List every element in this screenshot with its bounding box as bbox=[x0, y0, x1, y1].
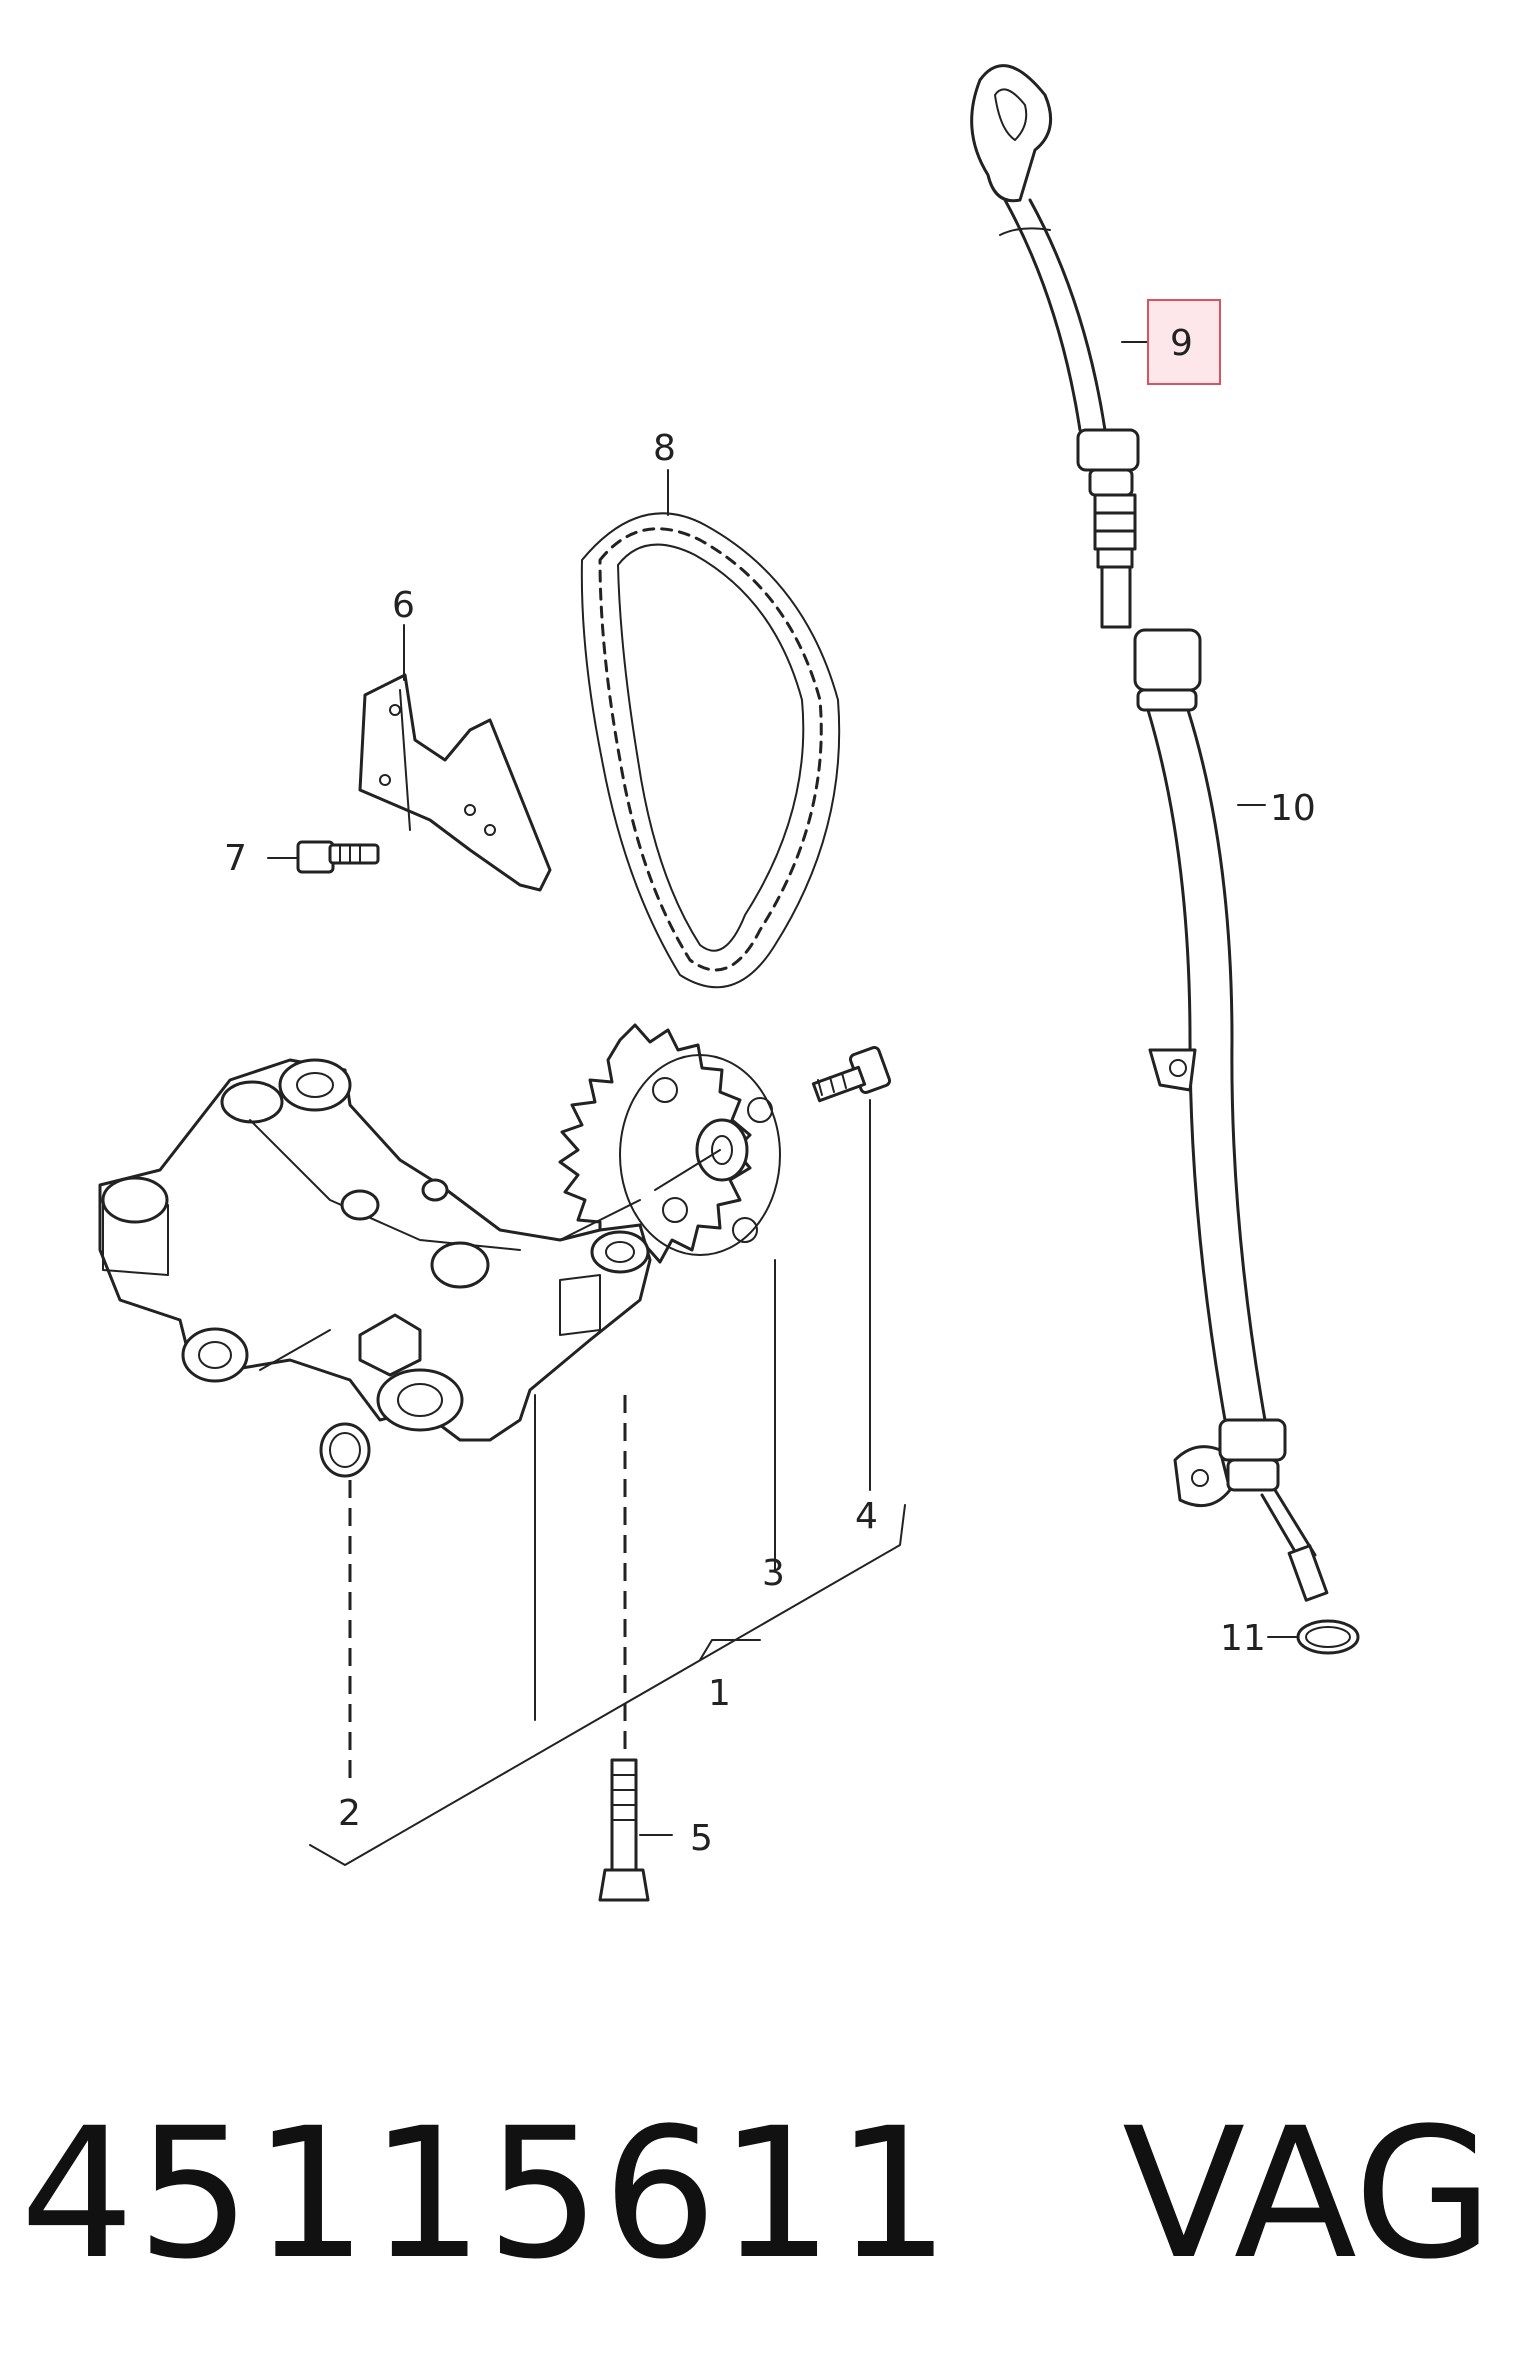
callout-3: 3 bbox=[762, 1553, 785, 1594]
oil-pump-housing bbox=[98, 1058, 652, 1442]
bolt-7 bbox=[296, 840, 380, 874]
leader-lines bbox=[267, 341, 1299, 1866]
callout-10: 10 bbox=[1270, 788, 1316, 829]
callout-5: 5 bbox=[690, 1818, 713, 1859]
callout-2: 2 bbox=[338, 1793, 361, 1834]
guide-tube bbox=[1133, 628, 1329, 1602]
callout-1: 1 bbox=[708, 1673, 731, 1714]
part-number: 45115611 bbox=[20, 2090, 953, 2299]
callout-6: 6 bbox=[392, 585, 415, 626]
brand-name: VAG bbox=[1122, 2090, 1494, 2299]
callout-9: 9 bbox=[1170, 323, 1193, 364]
callout-7: 7 bbox=[224, 838, 247, 879]
parts-diagram: 8 6 7 9 10 4 3 1 11 2 5 bbox=[98, 64, 1360, 1902]
sprocket bbox=[558, 1023, 781, 1264]
callouts: 8 6 7 9 10 4 3 1 11 2 5 bbox=[224, 299, 1316, 1859]
bolt-5 bbox=[598, 1758, 650, 1902]
bolt-4 bbox=[811, 1045, 892, 1103]
footer: 45115611 VAG bbox=[20, 2095, 1500, 2295]
o-ring-11 bbox=[1296, 1619, 1360, 1655]
chain-tensioner bbox=[358, 673, 552, 892]
callout-11: 11 bbox=[1220, 1618, 1266, 1659]
drive-chain bbox=[580, 512, 841, 989]
o-ring-2 bbox=[319, 1422, 371, 1478]
dipstick bbox=[970, 64, 1140, 629]
callout-9-highlight bbox=[1147, 299, 1221, 385]
callout-8: 8 bbox=[653, 428, 676, 469]
callout-4: 4 bbox=[855, 1496, 878, 1537]
